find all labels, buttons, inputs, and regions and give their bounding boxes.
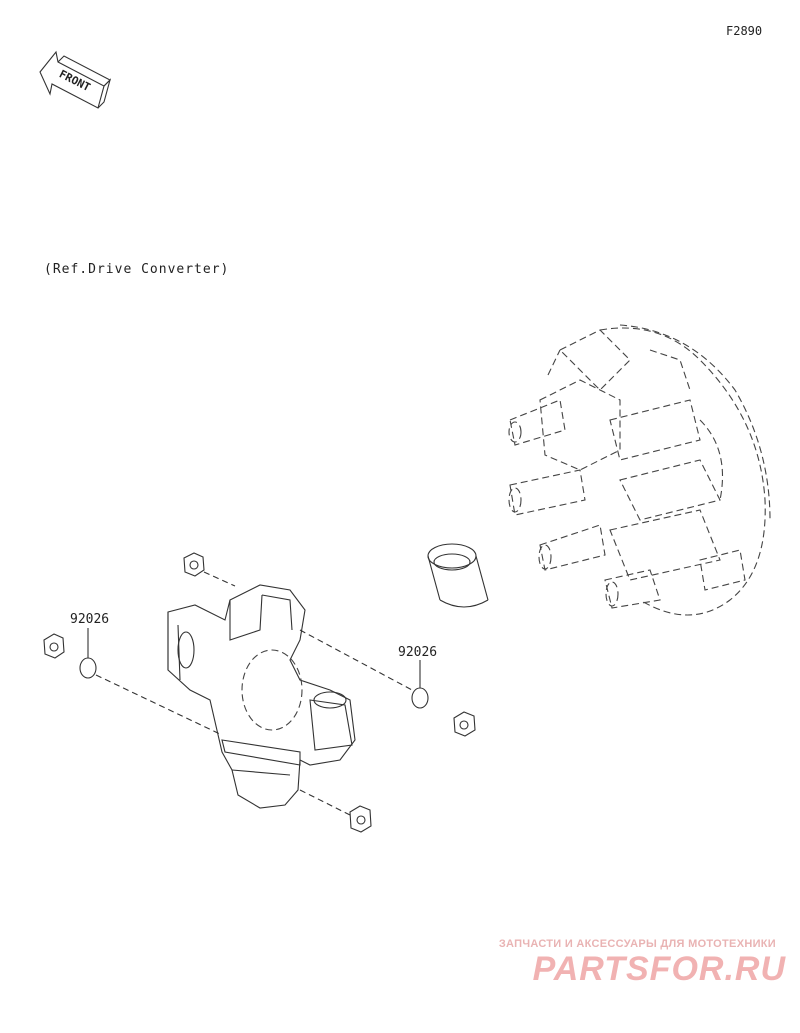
nut-right xyxy=(453,711,476,737)
figure-id: F2890 xyxy=(726,24,763,38)
drive-converter-reference xyxy=(508,324,771,616)
front-arrow-icon: FRONT xyxy=(39,50,112,109)
o-ring-left xyxy=(79,628,97,679)
watermark-logo: PARTSFOR.RU xyxy=(532,950,786,988)
weight-assembly xyxy=(167,584,356,809)
assembly-lines xyxy=(95,571,413,816)
part-number-callout-left[interactable]: 92026 xyxy=(70,612,110,627)
part-number-callout-right[interactable]: 92026 xyxy=(398,645,438,660)
nut-upper xyxy=(183,552,205,577)
watermark-tagline: ЗАПЧАСТИ И АКСЕССУАРЫ ДЛЯ МОТОТЕХНИКИ xyxy=(498,938,776,950)
spacer-collar xyxy=(427,543,489,608)
nut-left xyxy=(43,633,65,659)
reference-note: (Ref.Drive Converter) xyxy=(44,262,230,277)
nut-lower xyxy=(349,805,372,833)
o-ring-right xyxy=(411,660,429,709)
